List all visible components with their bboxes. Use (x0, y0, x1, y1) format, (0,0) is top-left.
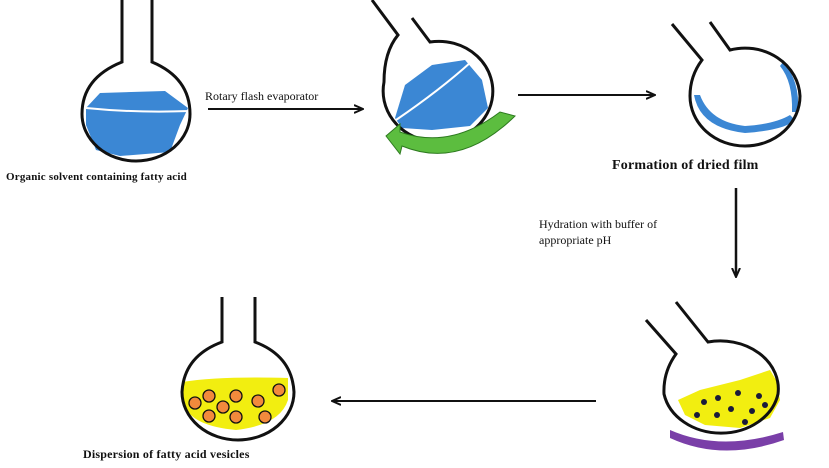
stirrer-plate (670, 430, 784, 451)
flask-step3 (670, 21, 802, 148)
step3-label: Formation of dried film (612, 158, 759, 173)
step1-label: Organic solvent containing fatty acid (6, 171, 187, 183)
flask-outline (644, 301, 780, 435)
flask-step2 (370, 0, 516, 156)
dried-film (694, 95, 795, 133)
vesicle-dots (694, 390, 768, 425)
dried-film (780, 62, 799, 112)
vesicles (188, 383, 286, 424)
solvent-fill (395, 60, 488, 130)
flask-step4 (644, 301, 784, 451)
step5-label: Dispersion of fatty acid vesicles (83, 447, 250, 461)
solvent-surface-line (395, 61, 472, 121)
buffer-fill (678, 370, 780, 428)
flask-outline (80, 0, 192, 163)
flask-outline (180, 297, 296, 442)
solvent-surface-line (85, 107, 191, 113)
flask-outline (670, 21, 802, 148)
flask-step5 (180, 297, 296, 442)
solvent-fill (86, 91, 188, 156)
rotation-arrow (385, 111, 516, 156)
arrow-3-label: Hydration with buffer of appropriate pH (539, 217, 658, 247)
flask-step1 (80, 0, 192, 163)
arrow-1-label: Rotary flash evaporator (205, 89, 319, 103)
